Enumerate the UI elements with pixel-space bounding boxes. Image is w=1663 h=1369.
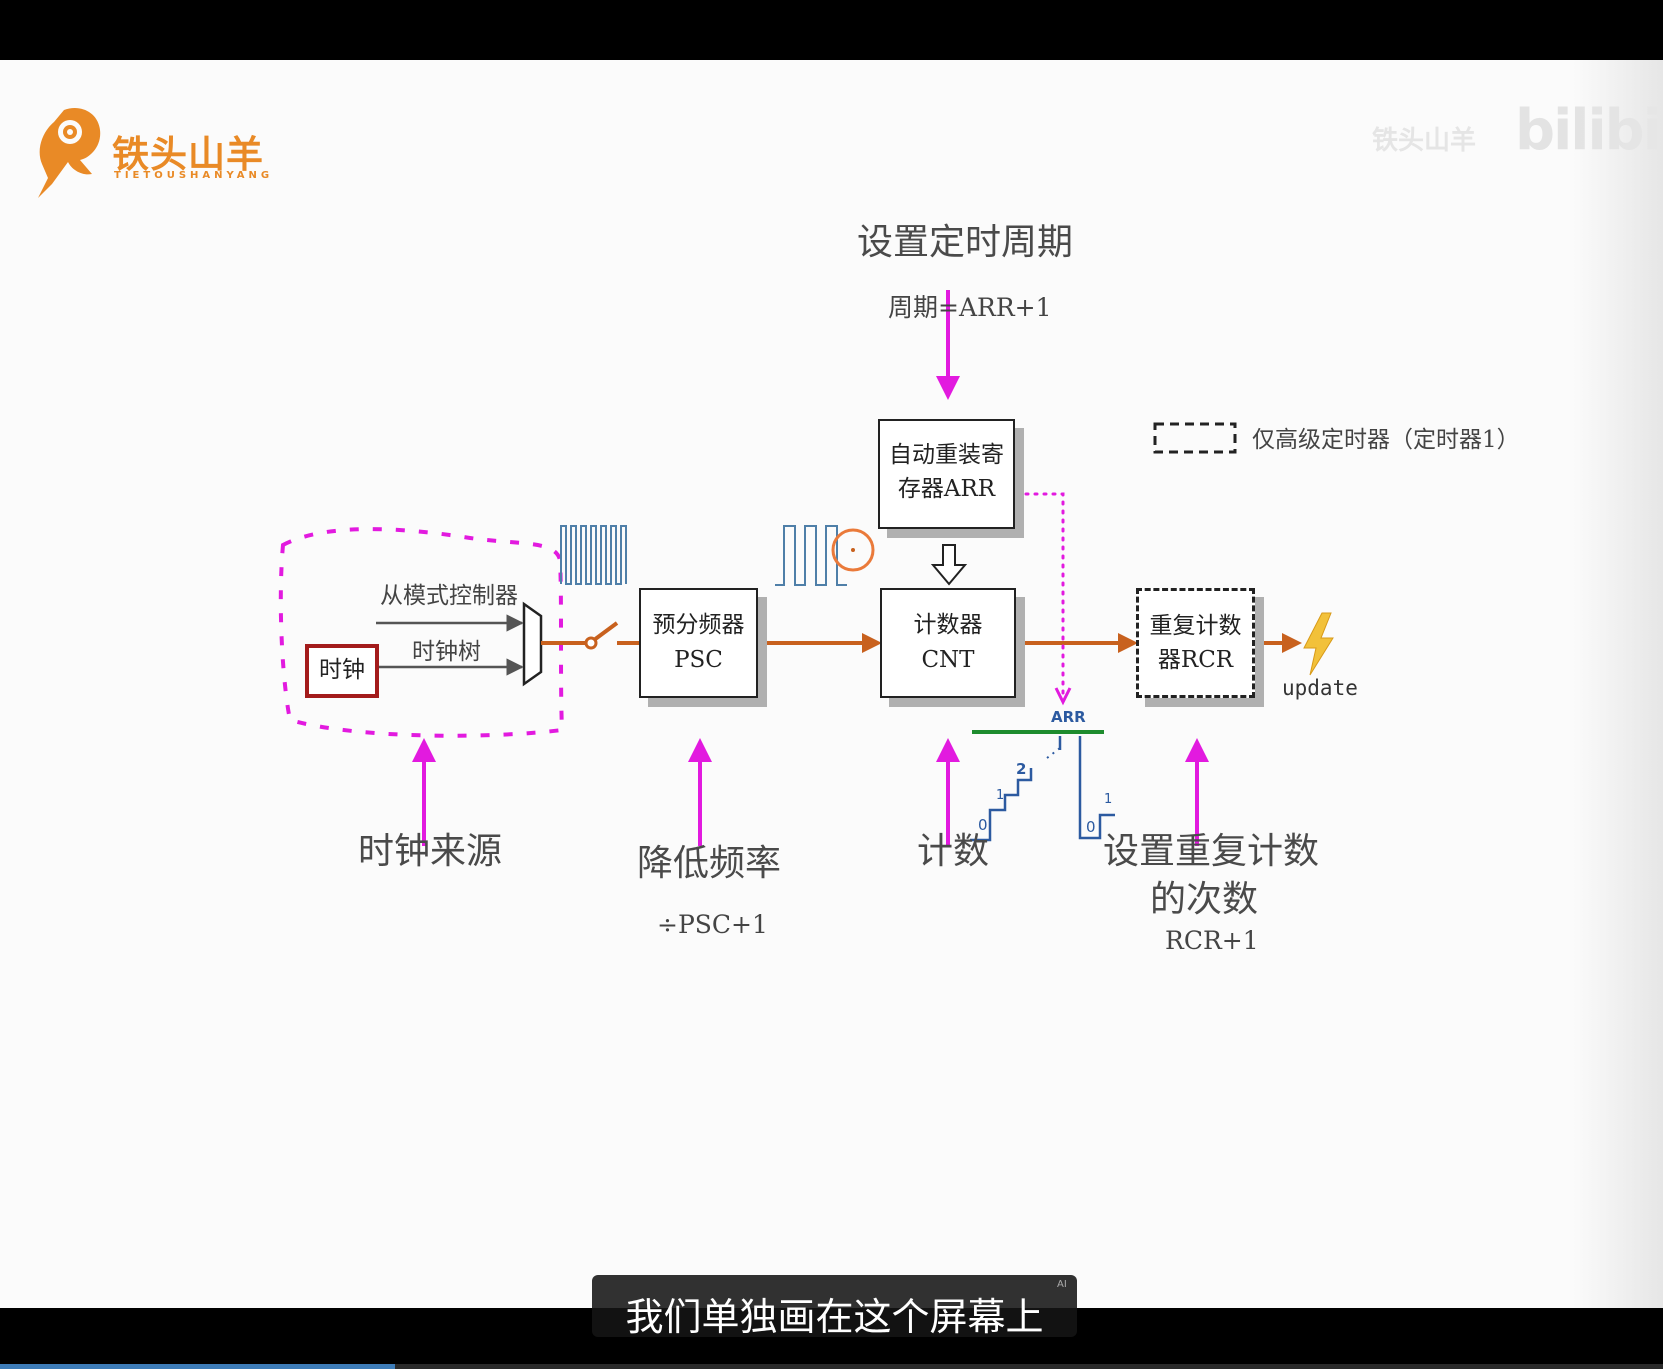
sketch-zero-a: 0: [978, 816, 988, 834]
arr-register-block: 自动重装寄 存器ARR: [878, 419, 1015, 529]
top-letterbox-bar: [0, 0, 1663, 60]
repeat-counter-block: 重复计数 器RCR: [1136, 588, 1255, 698]
slide: 铁头山羊 TIETOUSHANYANG bilibili 铁头山羊: [0, 60, 1663, 1308]
update-bolt-icon: [1303, 612, 1334, 676]
wave-highlight-circle: [831, 528, 875, 572]
repeat-caption-line2: 的次数: [1150, 879, 1259, 920]
clock-source-region: [278, 527, 565, 738]
brand-name: 铁头山羊: [112, 133, 264, 176]
sketch-one-a: 1: [996, 788, 1005, 803]
legend-label: 仅高级定时器（定时器1）: [1252, 427, 1520, 453]
counter-block: 计数器 CNT: [880, 588, 1016, 698]
legend-dashed-swatch: [1153, 422, 1237, 454]
repeat-line2: 器RCR: [1157, 647, 1234, 673]
switch-contact: [584, 636, 598, 650]
timer-block-diagram: [278, 290, 1334, 846]
goat-logo-icon: [38, 108, 101, 198]
sketch-one-b: 1: [1104, 792, 1113, 807]
count-caption: 计数: [917, 831, 990, 872]
period-formula: 周期=ARR+1: [888, 293, 1052, 322]
prescaler-line2: PSC: [674, 647, 723, 673]
low-frequency-wave: [775, 525, 847, 586]
clock-tree-label: 时钟树: [412, 639, 481, 665]
high-frequency-wave: [560, 525, 627, 585]
bilibili-watermark: bilibili: [1515, 98, 1663, 163]
brand-name-latin: TIETOUSHANYANG: [114, 170, 274, 181]
slave-mode-label: 从模式控制器: [380, 583, 518, 609]
clock-label: 时钟: [319, 657, 365, 683]
reduce-frequency-caption: 降低频率: [637, 843, 782, 884]
clock-source-caption: 时钟来源: [358, 831, 503, 872]
psc-formula: ÷PSC+1: [657, 910, 768, 939]
arr-line2: 存器ARR: [897, 476, 996, 502]
counter-staircase: [970, 736, 1115, 842]
arr-to-cnt-hollow-arrow: [930, 544, 968, 586]
counter-line2: CNT: [921, 647, 975, 673]
channel-watermark: 铁头山羊: [1372, 126, 1477, 156]
period-title: 设置定时周期: [857, 222, 1074, 263]
sketch-zero-b: 0: [1086, 818, 1096, 836]
prescaler-line1: 预分频器: [652, 612, 745, 638]
arr-dotted-link: [988, 492, 1065, 702]
video-progress-track[interactable]: [395, 1364, 1663, 1369]
ai-subtitle-badge: AI: [1057, 1279, 1067, 1290]
switch-lever: [592, 621, 619, 642]
arr-line1: 自动重装寄: [889, 442, 1004, 468]
update-label: update: [1282, 676, 1358, 700]
prescaler-block: 预分频器 PSC: [639, 588, 758, 698]
counter-line1: 计数器: [913, 612, 983, 638]
repeat-line1: 重复计数: [1149, 613, 1242, 639]
video-progress-played[interactable]: [0, 1364, 395, 1369]
mux-shape: [522, 601, 543, 687]
repeat-caption-line1: 设置重复计数: [1103, 831, 1320, 872]
sketch-arr-label: ARR: [1051, 708, 1086, 726]
subtitle-text: 我们单独画在这个屏幕上: [625, 1295, 1044, 1339]
subtitle-caption: 我们单独画在这个屏幕上 AI: [592, 1275, 1077, 1339]
sketch-two: 2: [1016, 760, 1027, 778]
clock-box: 时钟: [305, 644, 379, 698]
rcr-formula: RCR+1: [1165, 926, 1259, 955]
